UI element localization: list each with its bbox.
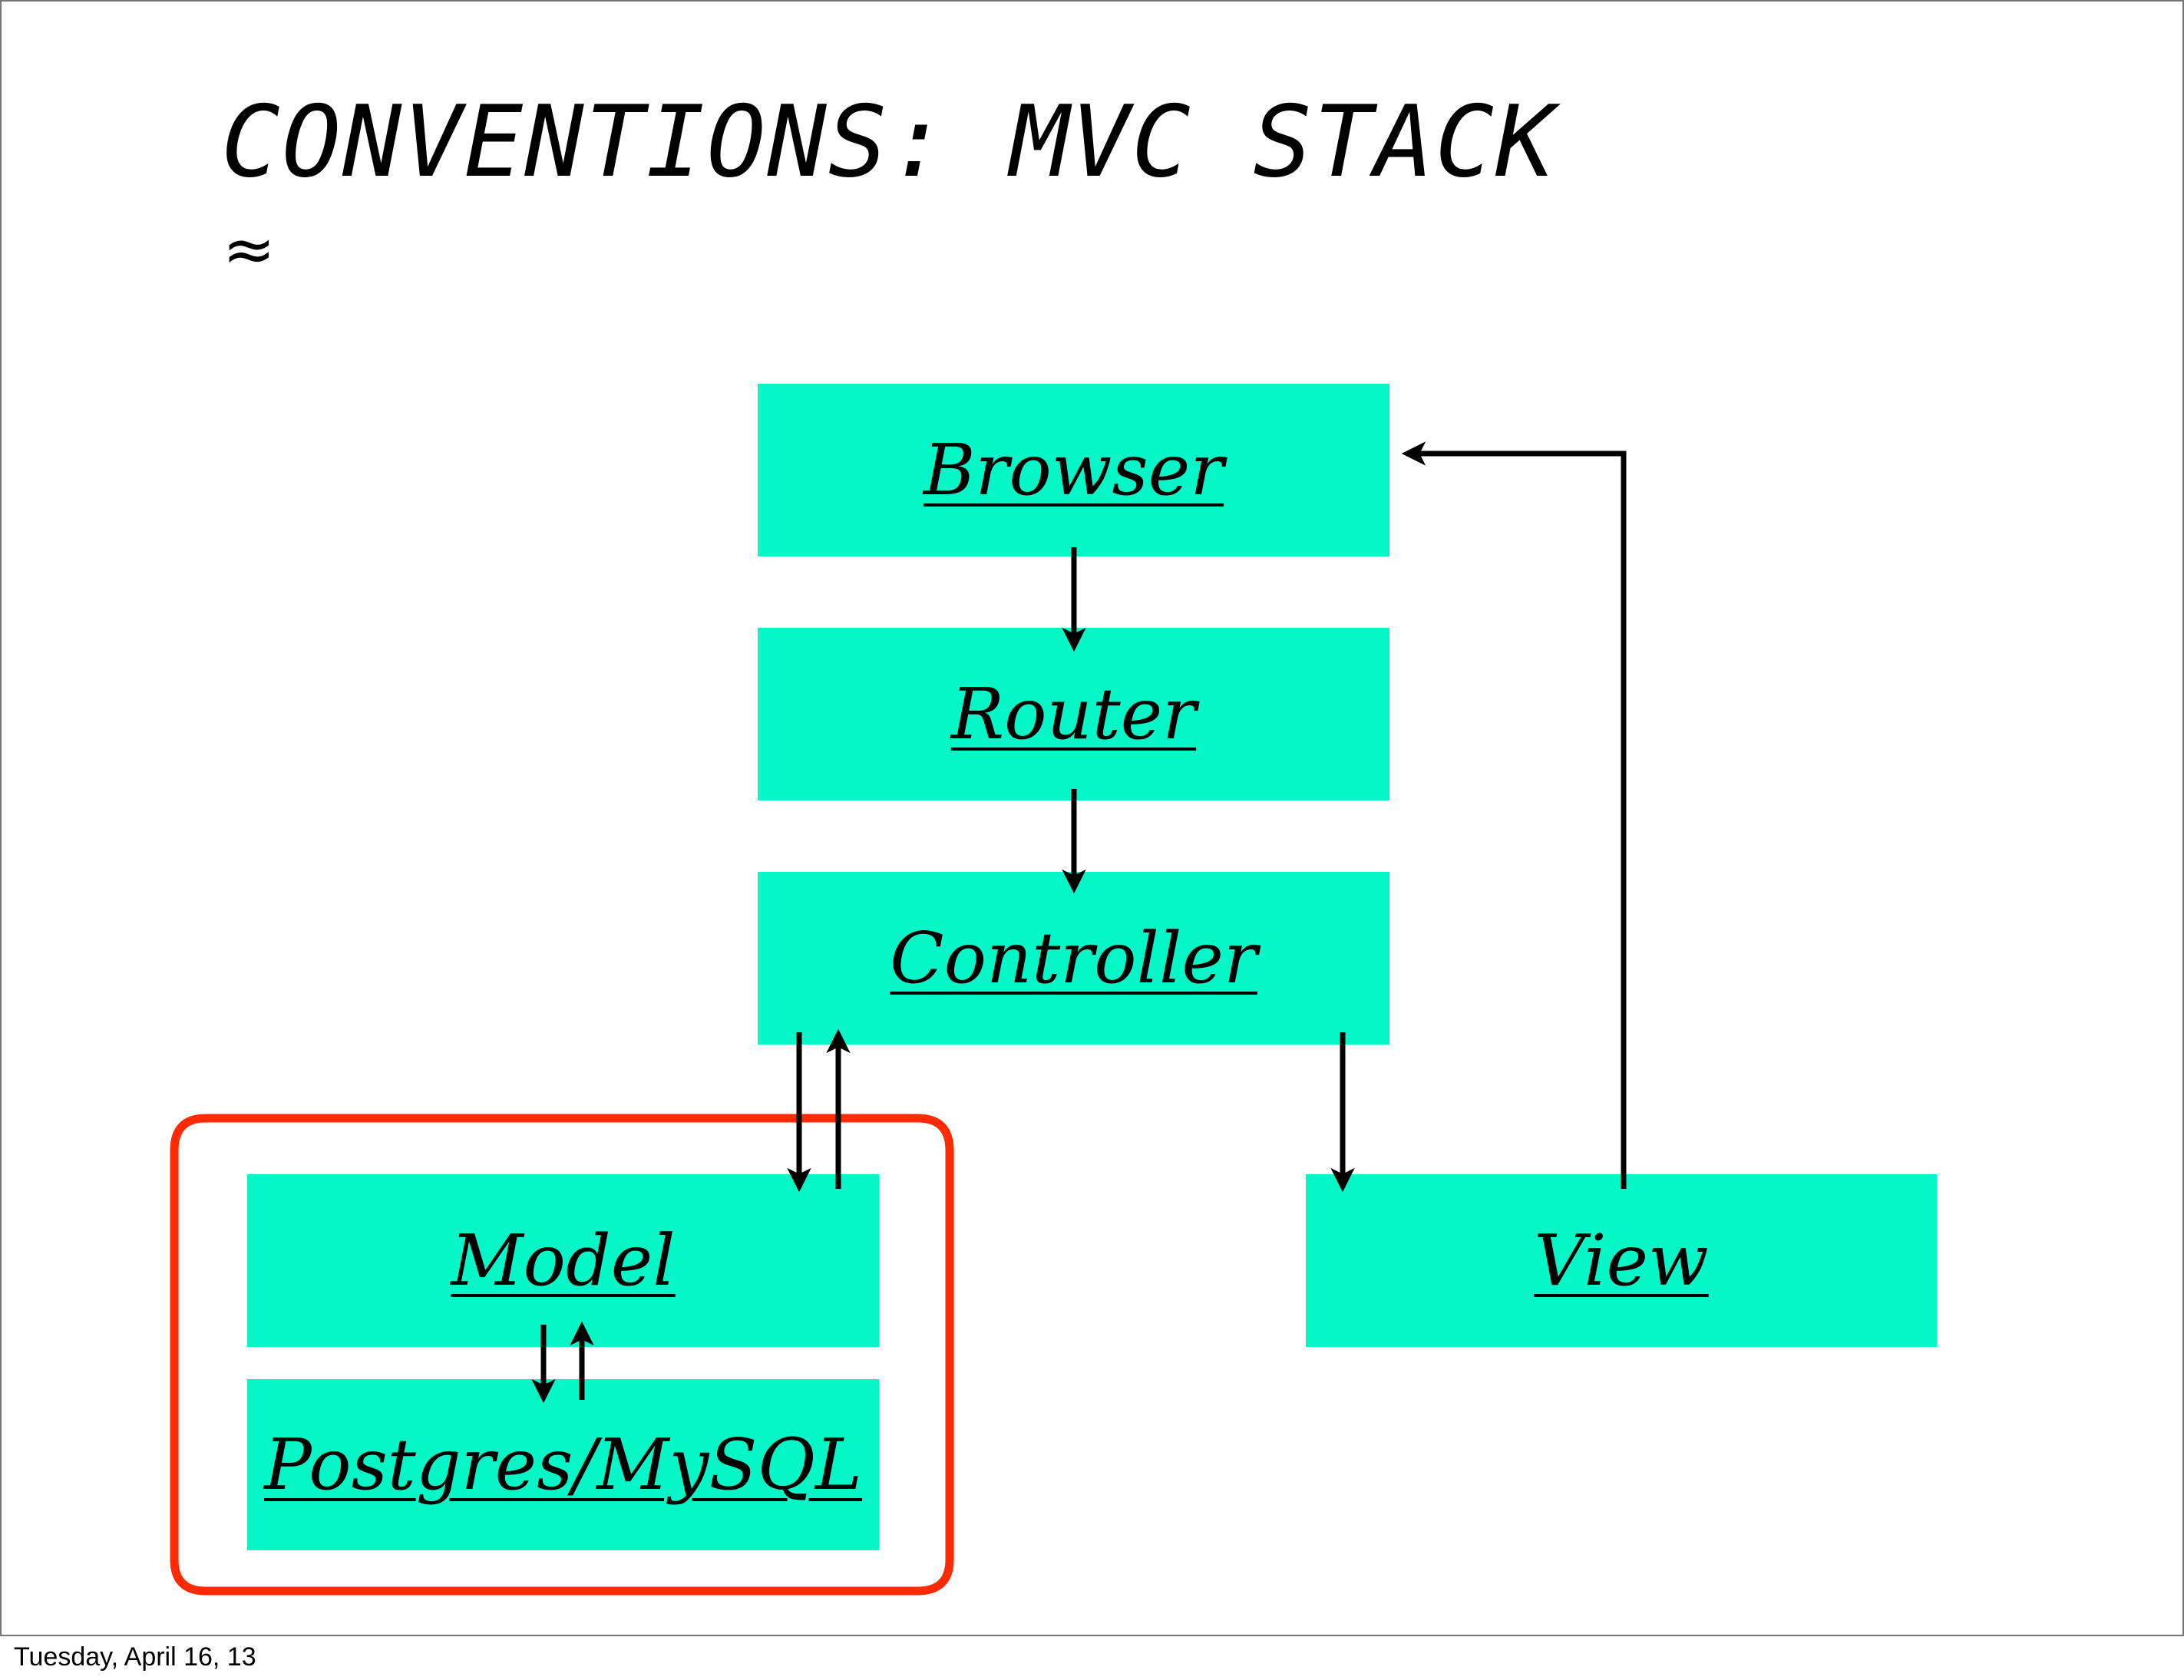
approx-symbol: ≈ [223, 213, 276, 286]
router-label: Router [950, 673, 1197, 755]
slide-title: CONVENTIONS: MVC STACK [221, 85, 1557, 200]
arrow-view-browser [1401, 441, 1627, 1189]
slide-frame [0, 0, 2184, 1636]
highlight-outline [170, 1114, 954, 1596]
database-box: Postgres/MySQL [247, 1379, 879, 1550]
browser-label: Browser [923, 429, 1224, 511]
browser-box: Browser [758, 384, 1389, 556]
controller-box: Controller [758, 872, 1389, 1045]
view-label: View [1534, 1220, 1709, 1302]
router-box: Router [758, 628, 1389, 800]
model-box: Model [247, 1174, 879, 1347]
model-label: Model [451, 1220, 676, 1302]
slide-date-footer: Tuesday, April 16, 13 [14, 1642, 256, 1672]
controller-label: Controller [890, 917, 1257, 999]
view-box: View [1306, 1174, 1937, 1347]
database-label: Postgres/MySQL [264, 1424, 862, 1506]
